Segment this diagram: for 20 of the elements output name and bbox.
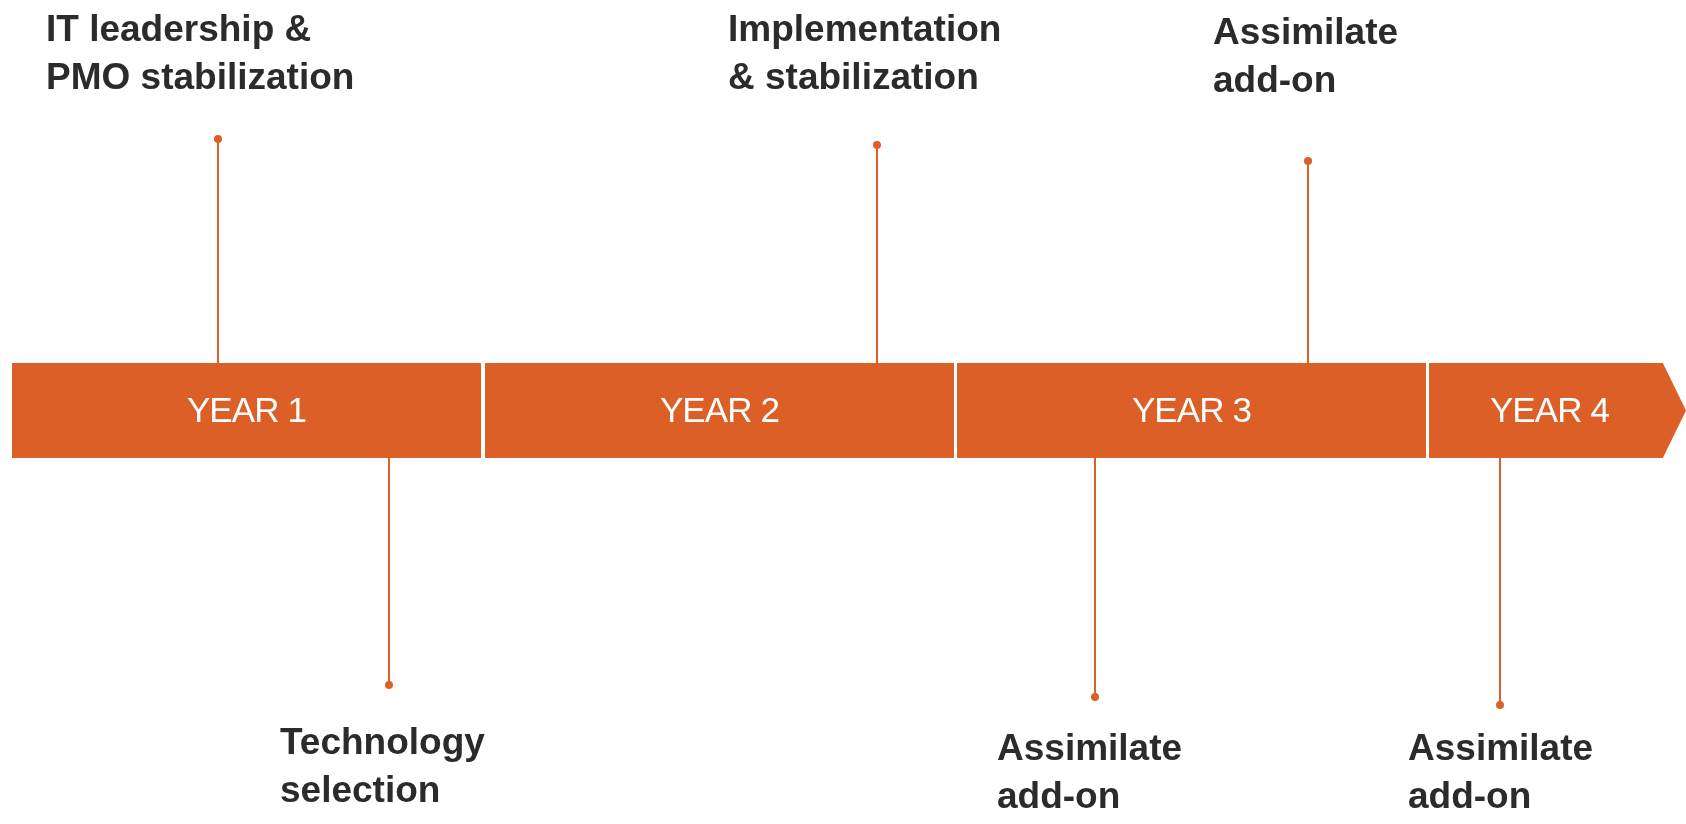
timeline-segment (1429, 363, 1686, 458)
year-label: YEAR 2 (659, 389, 780, 432)
leader-line (1496, 457, 1504, 709)
year-label: YEAR 3 (1131, 389, 1252, 432)
timeline-segment (485, 363, 954, 458)
timeline-segment (12, 363, 481, 458)
year-label: YEAR 4 (1489, 389, 1610, 432)
year-label: YEAR 1 (186, 389, 307, 432)
timeline-segment (957, 363, 1426, 458)
milestone-label: Technology selection (280, 720, 486, 813)
milestone-label: IT leadership & PMO stabilization (46, 7, 356, 100)
leader-line (214, 135, 222, 364)
leader-line (385, 457, 393, 689)
leader-line (873, 141, 881, 364)
milestone-label: Assimilate add-on (997, 726, 1184, 819)
leader-line (1304, 157, 1312, 364)
leader-line (1091, 457, 1099, 701)
milestone-label: Assimilate add-on (1213, 10, 1400, 103)
milestone-label: Implementation & stabilization (728, 7, 1003, 100)
milestone-label: Assimilate add-on (1408, 726, 1595, 819)
